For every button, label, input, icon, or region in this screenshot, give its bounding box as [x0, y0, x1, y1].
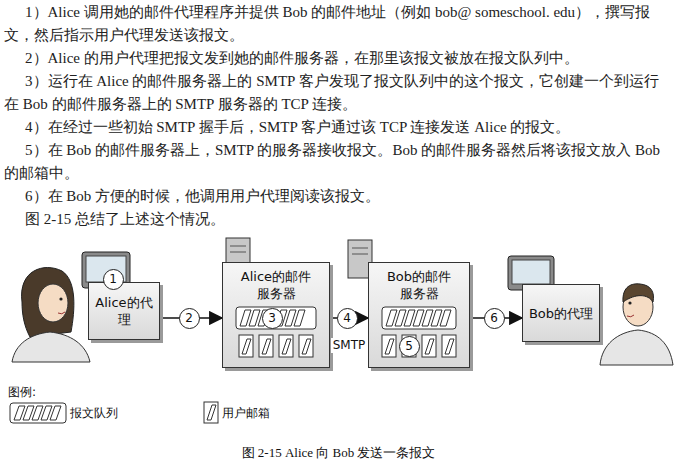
- queue-envelope: [422, 310, 433, 326]
- step-paragraph: 图 2-15 总结了上述这个情况。: [4, 208, 672, 231]
- box-label: Bob的代理: [529, 305, 593, 322]
- bob-mouth: [627, 315, 634, 317]
- step-number: 4: [337, 308, 358, 329]
- queue-envelope: [285, 310, 296, 326]
- step-paragraph: 1）Alice 调用她的邮件代理程序并提供 Bob 的邮件地址（例如 bob@ …: [4, 1, 672, 47]
- legend-label: 报文队列: [70, 405, 118, 421]
- queue-envelope: [386, 310, 397, 326]
- server-slot: [230, 252, 246, 253]
- alice-hair: [22, 268, 74, 337]
- mailbox-envelope: [242, 339, 251, 354]
- user-mailbox: [442, 335, 456, 357]
- queue-envelope: [440, 310, 451, 326]
- queue-envelope: [413, 310, 424, 326]
- mailbox-envelope: [302, 339, 311, 354]
- box-label: Alice的代理: [91, 294, 157, 328]
- alice-face: [38, 284, 68, 322]
- step-paragraph: 6）在 Bob 方便的时候，他调用用户代理阅读该报文。: [4, 185, 672, 208]
- mailbox-envelope: [207, 405, 216, 420]
- message-queue: [236, 307, 316, 329]
- server-slot: [352, 254, 368, 255]
- legend-mailbox-symbol: [204, 402, 218, 423]
- server-box: Bob的邮件服务器: [368, 262, 470, 368]
- queue-envelope: [294, 310, 305, 326]
- user-mailbox: [279, 335, 293, 357]
- user-mailbox: [299, 335, 313, 357]
- alice-body: [12, 332, 90, 362]
- bob-eye: [628, 301, 631, 304]
- mailbox-envelope: [262, 339, 271, 354]
- user-mailbox: [259, 335, 273, 357]
- box-label: Bob的邮件服务器: [384, 268, 454, 302]
- agent-box: Alice的代理: [88, 282, 160, 340]
- callout-number: 1: [103, 269, 124, 290]
- figure-caption: 图 2-15 Alice 向 Bob 发送一条报文: [0, 444, 677, 462]
- bob-body: [600, 330, 673, 365]
- user-mailbox: [422, 335, 436, 357]
- queue-envelope: [249, 310, 260, 326]
- queue-envelope: [23, 406, 34, 420]
- mailbox-envelope: [385, 339, 394, 354]
- queue-envelope: [14, 406, 25, 420]
- mailbox-envelope: [425, 339, 434, 354]
- queue-envelope: [32, 406, 43, 420]
- queue-envelope: [431, 310, 442, 326]
- queue-envelope: [41, 406, 52, 420]
- legend-queue-symbol: [10, 403, 66, 423]
- message-queue: [382, 307, 456, 329]
- queue-envelope: [240, 310, 251, 326]
- legend-heading: 图例:: [8, 384, 36, 400]
- step-number: 2: [179, 308, 200, 329]
- bob-hair: [623, 284, 654, 302]
- queue-envelope: [395, 310, 406, 326]
- protocol-label: SMTP: [331, 338, 368, 353]
- user-mailbox: [239, 335, 253, 357]
- queue-envelope: [50, 406, 61, 420]
- step-number: 6: [484, 308, 505, 329]
- bob-face: [623, 288, 653, 326]
- alice-eye: [59, 297, 62, 300]
- user-mailbox: [382, 335, 396, 357]
- bob-screen: [512, 260, 550, 284]
- step-paragraph: 4）在经过一些初始 SMTP 握手后，SMTP 客户通过该 TCP 连接发送 A…: [4, 116, 672, 139]
- server-slot: [352, 248, 368, 249]
- server-slot: [230, 246, 246, 247]
- text-column: 1）Alice 调用她的邮件代理程序并提供 Bob 的邮件地址（例如 bob@ …: [4, 1, 672, 231]
- step-paragraph: 5）在 Bob 的邮件服务器上，SMTP 的服务器接收报文。Bob 的邮件服务器…: [4, 139, 672, 185]
- queue-envelope: [404, 310, 415, 326]
- legend-label: 用户邮箱: [222, 405, 270, 421]
- agent-box: Bob的代理: [522, 284, 600, 342]
- callout-number: 3: [262, 308, 283, 329]
- mailbox-envelope: [445, 339, 454, 354]
- step-paragraph: 3）运行在 Alice 的邮件服务器上的 SMTP 客户发现了报文队列中的这个报…: [4, 70, 672, 116]
- mailbox-envelope: [282, 339, 291, 354]
- alice-mouth: [58, 312, 65, 314]
- callout-number: 5: [399, 336, 420, 357]
- step-paragraph: 2）Alice 的用户代理把报文发到她的邮件服务器，在那里该报文被放在报文队列中…: [4, 47, 672, 70]
- box-label: Alice的邮件服务器: [236, 268, 316, 302]
